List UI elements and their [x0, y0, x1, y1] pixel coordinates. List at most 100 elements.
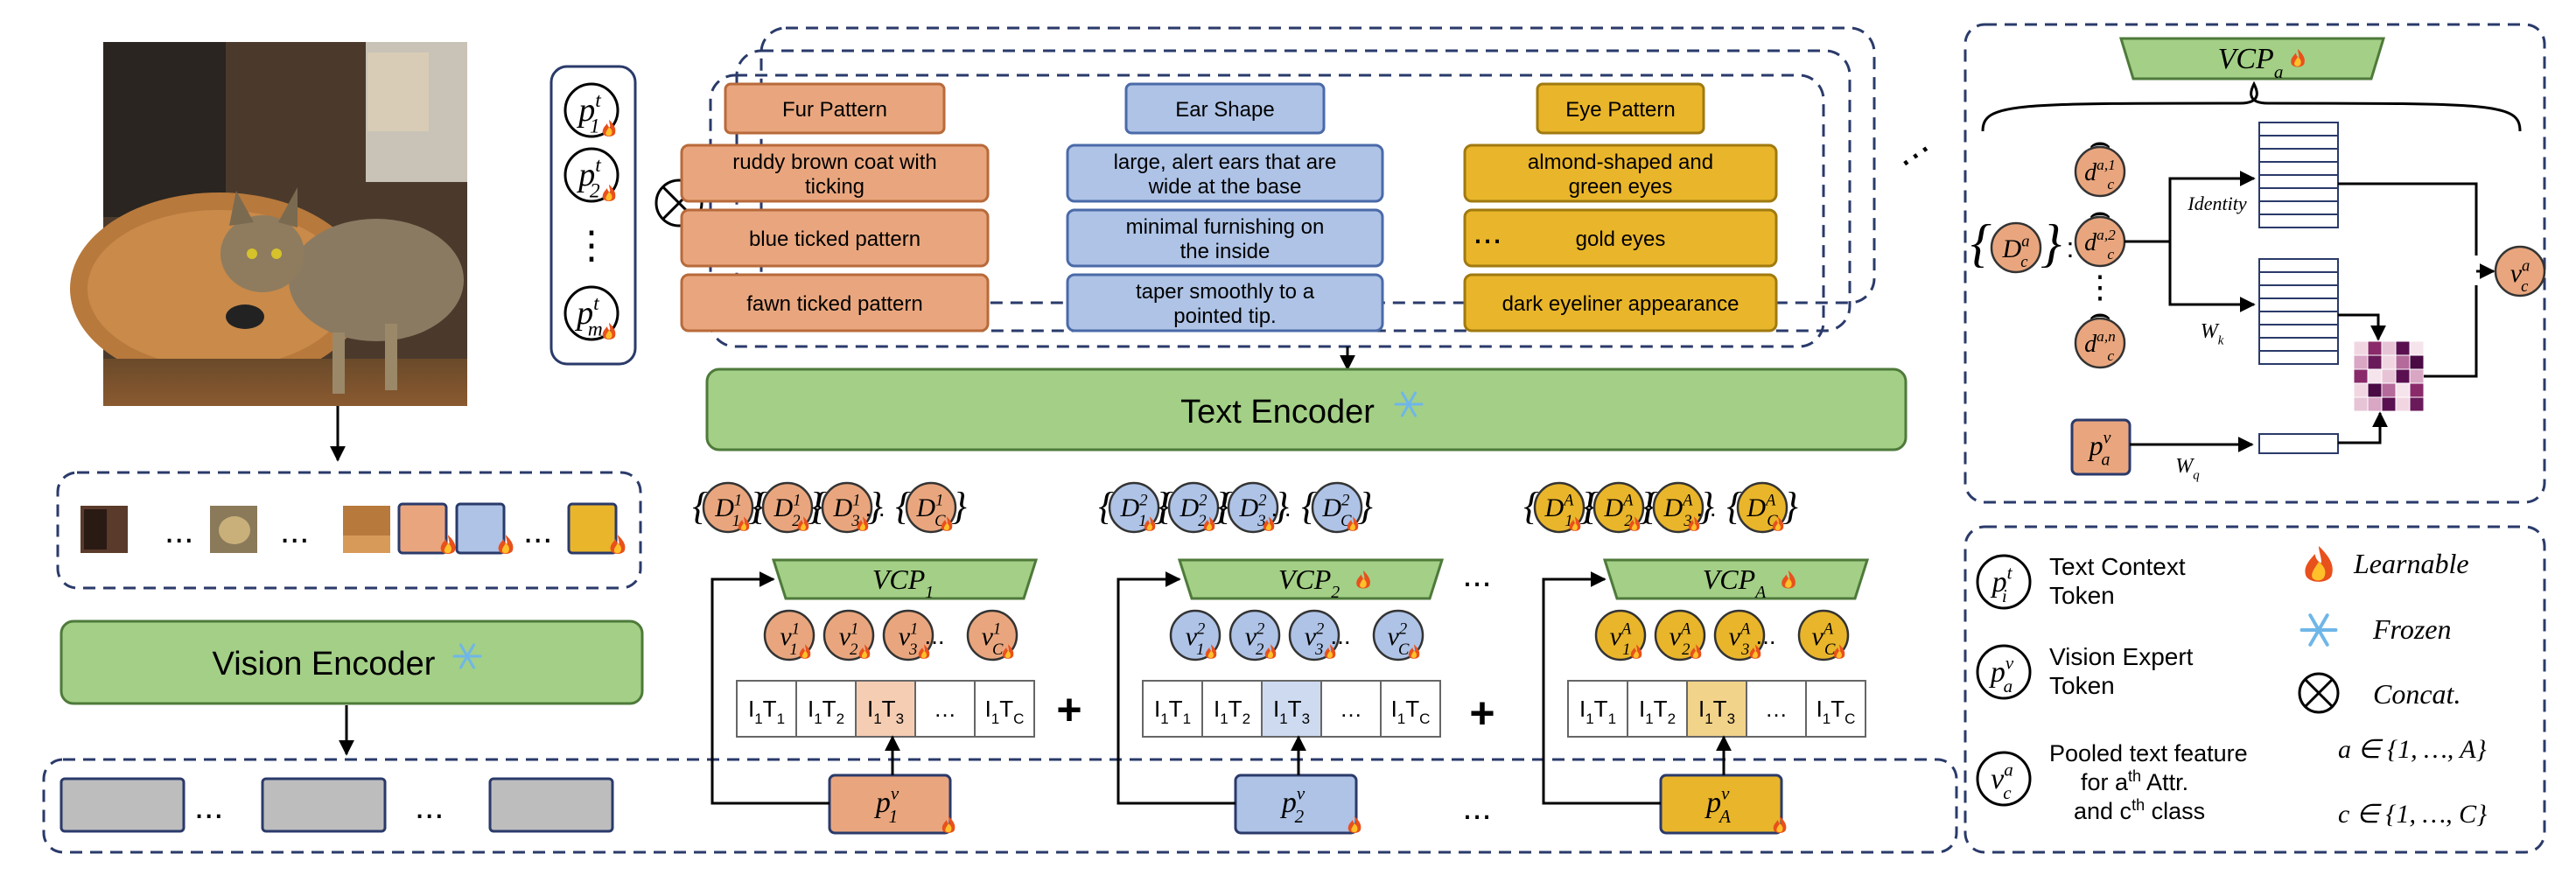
brace: }	[867, 485, 883, 528]
similarity-cell-text: I1T1	[748, 696, 785, 727]
vcp-a-label: VCPa	[2218, 43, 2284, 82]
key-matrix-row	[2258, 324, 2339, 339]
attention-cell	[2395, 382, 2411, 398]
description-set-token	[761, 481, 814, 534]
flame-icon	[1408, 644, 1420, 659]
flame-icon	[1833, 644, 1845, 659]
vision-encoder-box	[60, 620, 644, 705]
description-set-token	[1652, 481, 1704, 534]
description-text: almond-shaped and	[1528, 150, 1713, 174]
key-matrix-row	[2258, 271, 2339, 286]
description-text: dark eyeliner appearance	[1502, 292, 1740, 316]
attention-cell	[2367, 382, 2383, 398]
flame-icon	[918, 644, 930, 659]
attribute-name: Fur Pattern	[782, 98, 887, 122]
description-set-token	[905, 481, 957, 534]
flame-inner	[943, 522, 949, 531]
description-text: pointed tip.	[1173, 304, 1276, 328]
text-prompt-token	[564, 285, 620, 341]
brace: }	[1214, 485, 1229, 528]
description-text: fawn ticked pattern	[746, 292, 922, 316]
description-token	[2074, 317, 2126, 369]
vision-prompt-token-orange	[397, 502, 448, 555]
flame-icon	[610, 535, 626, 554]
flame-icon	[942, 816, 956, 833]
similarity-cell	[1746, 680, 1807, 738]
description-token	[2074, 145, 2126, 198]
attribute-header	[1536, 82, 1705, 135]
brace: {	[895, 485, 911, 528]
flame-inner	[740, 522, 746, 531]
brace: }	[1579, 485, 1595, 528]
attribute-name: Ear Shape	[1175, 98, 1274, 122]
stack-dots: ⋯	[1890, 130, 1941, 181]
flame-icon	[1203, 516, 1215, 531]
attribute-header	[1124, 82, 1326, 135]
flame-inner	[1692, 650, 1698, 659]
snowflake-icon	[1394, 391, 1424, 417]
flame-inner	[1265, 522, 1271, 531]
image-patches	[80, 506, 390, 553]
visual-token	[488, 777, 614, 833]
description-set-token	[702, 481, 754, 534]
text-encoder-label: Text Encoder	[1180, 394, 1375, 430]
similarity-cell	[1805, 680, 1866, 738]
attention-cell	[2395, 368, 2411, 384]
attention-cell	[2381, 382, 2397, 398]
vision-encoder-label: Vision Encoder	[213, 646, 436, 682]
description-set-token	[1227, 481, 1279, 534]
text-encoder-box	[705, 368, 1908, 452]
vision-prompt-token-blue	[455, 502, 506, 555]
flame-icon	[602, 322, 616, 340]
set-ellipsis: ...	[1696, 494, 1716, 522]
attention-cell	[2395, 396, 2411, 412]
description-text: ruddy brown coat with	[732, 150, 936, 174]
identity-label: Identity	[2187, 192, 2246, 214]
flame-icon	[1569, 516, 1581, 531]
attention-cell	[2381, 396, 2397, 412]
flame-icon	[440, 535, 456, 554]
flame-icon	[2305, 546, 2333, 582]
flame-icon	[1144, 516, 1156, 531]
flame-icon	[602, 184, 616, 201]
attention-cell	[2409, 340, 2425, 356]
set-ellipsis: ...	[1270, 494, 1291, 522]
flame-inner	[1752, 650, 1758, 659]
similarity-cell	[736, 680, 797, 738]
vcp-a-brace	[1981, 80, 2522, 132]
description-text: wide at the base	[1148, 175, 1302, 199]
brace: {	[1098, 485, 1114, 528]
visual-tokens-frame	[42, 758, 1958, 854]
text-prompt-token	[564, 82, 620, 138]
flame-inner	[1631, 522, 1637, 531]
feature-ellipsis: ...	[1330, 622, 1350, 649]
visual-token-ellipsis: ...	[415, 788, 444, 826]
flame-inner	[945, 823, 952, 833]
flame-icon	[1630, 644, 1642, 659]
flame-icon	[498, 535, 514, 554]
brace: }	[1639, 485, 1655, 528]
value-out-line	[2338, 182, 2478, 256]
flame-icon	[1782, 570, 1796, 589]
vision-token-symbol	[1976, 644, 2032, 700]
flame-icon	[1690, 644, 1702, 659]
key-matrix-row	[2258, 350, 2339, 365]
